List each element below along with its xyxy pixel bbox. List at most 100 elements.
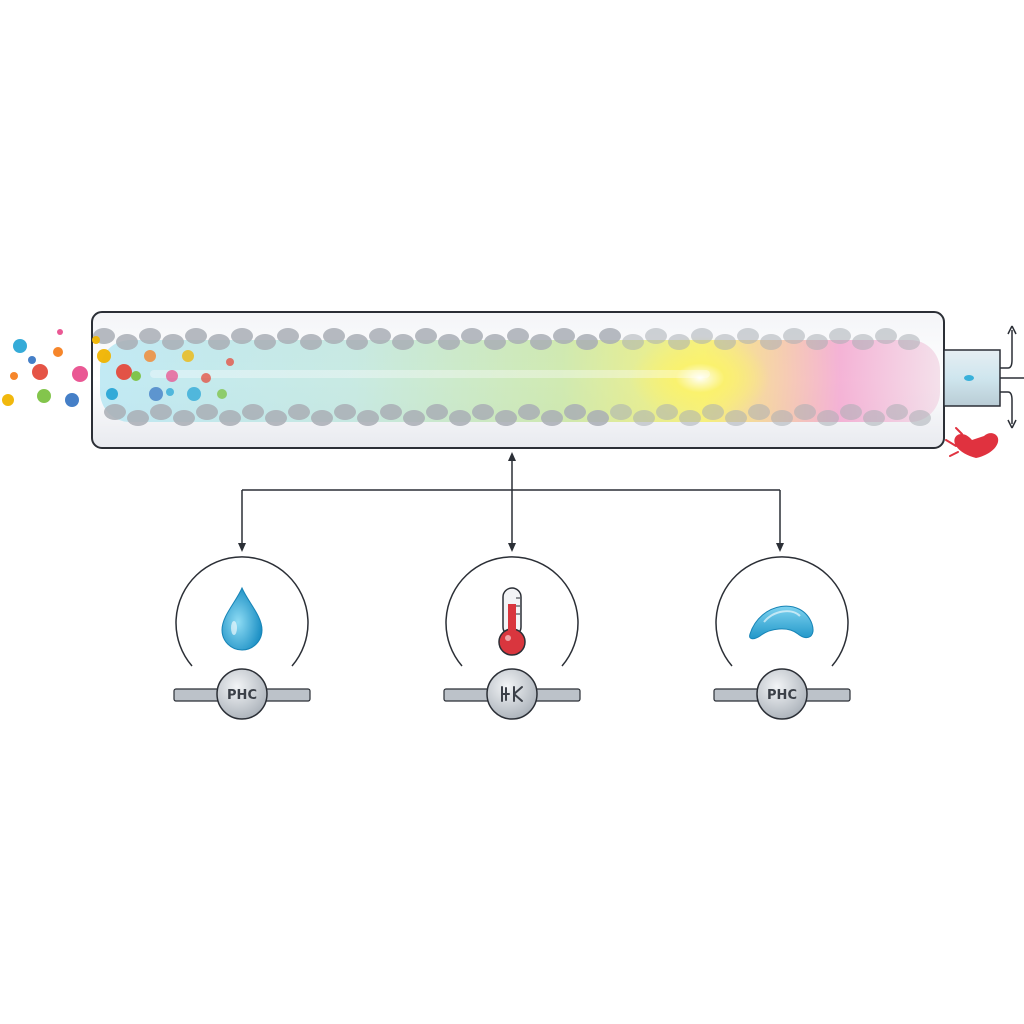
packing-bead bbox=[610, 404, 632, 420]
sample-particle bbox=[149, 387, 163, 401]
sample-particle bbox=[182, 350, 194, 362]
packing-bead bbox=[702, 404, 724, 420]
packing-bead bbox=[760, 334, 782, 350]
packing-bead bbox=[300, 334, 322, 350]
packing-bead bbox=[380, 404, 402, 420]
packing-bead bbox=[369, 328, 391, 344]
packing-bead bbox=[656, 404, 678, 420]
packing-bead bbox=[357, 410, 379, 426]
packing-bead bbox=[461, 328, 483, 344]
packing-bead bbox=[231, 328, 253, 344]
packing-bead bbox=[346, 334, 368, 350]
packing-bead bbox=[495, 410, 517, 426]
sample-particle bbox=[92, 336, 100, 344]
packing-bead bbox=[691, 328, 713, 344]
packing-bead bbox=[909, 410, 931, 426]
packing-bead bbox=[104, 404, 126, 420]
packing-bead bbox=[564, 404, 586, 420]
sensor-optical: PHC bbox=[713, 556, 851, 720]
sensor-temperature bbox=[443, 556, 581, 720]
packing-bead bbox=[288, 404, 310, 420]
packing-bead bbox=[484, 334, 506, 350]
packing-bead bbox=[530, 334, 552, 350]
packing-bead bbox=[886, 404, 908, 420]
sample-particle bbox=[53, 347, 63, 357]
packing-bead bbox=[334, 404, 356, 420]
outlet-line-icon bbox=[1000, 330, 1013, 369]
sample-particle bbox=[32, 364, 48, 380]
sample-particle bbox=[106, 388, 118, 400]
sensor-temperature-hub bbox=[486, 668, 538, 720]
sample-particle bbox=[2, 394, 14, 406]
packing-bead bbox=[127, 410, 149, 426]
sample-particle bbox=[72, 366, 88, 382]
outlet-line-lower bbox=[1000, 391, 1013, 424]
packing-bead bbox=[783, 328, 805, 344]
sample-particle bbox=[57, 329, 63, 335]
outlet-up-arrow-icon bbox=[1007, 325, 1017, 335]
packing-bead bbox=[323, 328, 345, 344]
packing-bead bbox=[403, 410, 425, 426]
packing-bead bbox=[748, 404, 770, 420]
packing-bead bbox=[265, 410, 287, 426]
packing-bead bbox=[714, 334, 736, 350]
packing-bead bbox=[242, 404, 264, 420]
packing-bead bbox=[599, 328, 621, 344]
packing-bead bbox=[875, 328, 897, 344]
packing-bead bbox=[116, 334, 138, 350]
sample-particle bbox=[131, 371, 141, 381]
sample-particle bbox=[217, 389, 227, 399]
packing-bead bbox=[277, 328, 299, 344]
water-drop-highlight bbox=[231, 621, 237, 635]
sample-particle bbox=[166, 370, 178, 382]
packing-bead bbox=[254, 334, 276, 350]
lens-highlight bbox=[763, 610, 801, 623]
packing-bead bbox=[898, 334, 920, 350]
packing-bead bbox=[840, 404, 862, 420]
sensor-moisture-hub bbox=[216, 668, 268, 720]
packing-bead bbox=[737, 328, 759, 344]
packing-bead bbox=[553, 328, 575, 344]
water-drop-icon bbox=[221, 586, 263, 651]
sensor-moisture-label: PHC bbox=[227, 688, 257, 703]
sample-particle bbox=[13, 339, 27, 353]
packing-bead bbox=[196, 404, 218, 420]
sample-particle bbox=[116, 364, 132, 380]
packing-bead bbox=[541, 410, 563, 426]
sensor-moisture: PHC bbox=[173, 556, 311, 720]
packing-bead bbox=[426, 404, 448, 420]
heart-icon bbox=[954, 433, 999, 458]
packing-bead bbox=[415, 328, 437, 344]
packing-bead bbox=[173, 410, 195, 426]
packing-bead bbox=[507, 328, 529, 344]
sensor-moisture-arc bbox=[175, 556, 309, 667]
column-inner-highlight bbox=[150, 370, 710, 378]
packing-bead bbox=[518, 404, 540, 420]
sample-particle bbox=[144, 350, 156, 362]
sample-particle bbox=[187, 387, 201, 401]
packing-bead bbox=[806, 334, 828, 350]
packing-bead bbox=[311, 410, 333, 426]
sensor-connectors bbox=[238, 452, 784, 552]
sample-particle bbox=[201, 373, 211, 383]
packing-bead bbox=[794, 404, 816, 420]
outlet-down-arrow-icon bbox=[1007, 419, 1017, 429]
packing-bead bbox=[863, 410, 885, 426]
thermometer-icon bbox=[498, 587, 526, 656]
sample-particle bbox=[226, 358, 234, 366]
packing-bead bbox=[576, 334, 598, 350]
sensor-temperature-arc bbox=[445, 556, 579, 667]
packing-bead bbox=[208, 334, 230, 350]
sample-particle bbox=[97, 349, 111, 363]
packing-bead bbox=[725, 410, 747, 426]
outlet-droplet-icon bbox=[964, 375, 974, 381]
sample-particles bbox=[2, 329, 234, 407]
packing-bead bbox=[852, 334, 874, 350]
packing-bead bbox=[150, 404, 172, 420]
packing-bead bbox=[679, 410, 701, 426]
packing-beads bbox=[93, 328, 931, 426]
sample-particle bbox=[10, 372, 18, 380]
packing-bead bbox=[622, 334, 644, 350]
